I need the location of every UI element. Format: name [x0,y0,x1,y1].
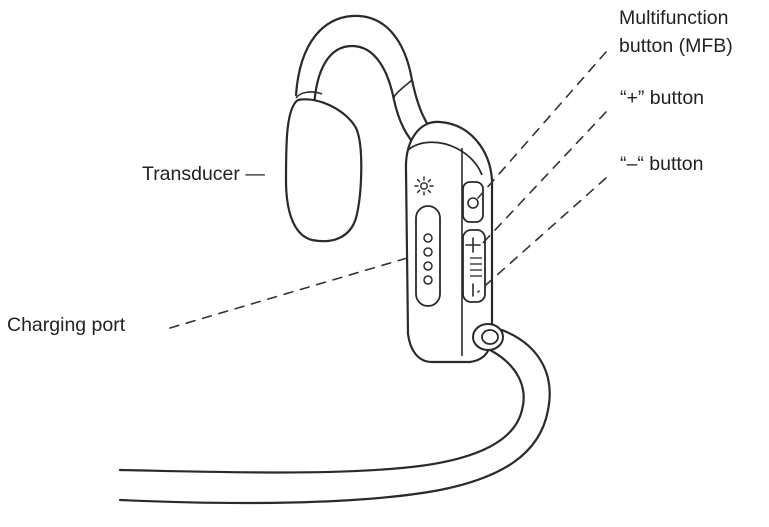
transducer-label: Transducer — [142,163,265,185]
grip-lines [470,257,482,277]
leader-line-mfb [477,51,607,199]
mfb-label-line2: button (MFB) [619,35,733,57]
neckband-cable-inner [118,348,525,474]
leader-line-minus [477,177,607,293]
charging-port [415,205,441,307]
pogo-pin [423,261,433,271]
ear-hook-joint [392,79,413,101]
charging-port-label: Charging port [7,314,126,336]
sun-icon [414,176,434,196]
circle-button-icon [467,197,479,209]
minus-button-label: “–“ button [620,153,704,175]
transducer [284,91,363,243]
multifunction-button[interactable] [462,181,484,223]
mfb-label-line1: Multifunction [619,7,729,29]
plus-button-label: “+” button [620,87,705,109]
neckband-cable-outer [118,328,551,505]
plus-icon [465,237,481,253]
pogo-pin [423,247,433,257]
pogo-pin [423,233,433,243]
volume-rocker[interactable] [462,229,486,303]
pogo-pin [423,275,433,285]
ear-hook-inner [312,44,420,150]
ear-hook-outer [294,14,442,142]
leader-line-charging-port [169,255,415,329]
leader-line-plus [479,111,607,247]
cable-connector [472,323,504,351]
